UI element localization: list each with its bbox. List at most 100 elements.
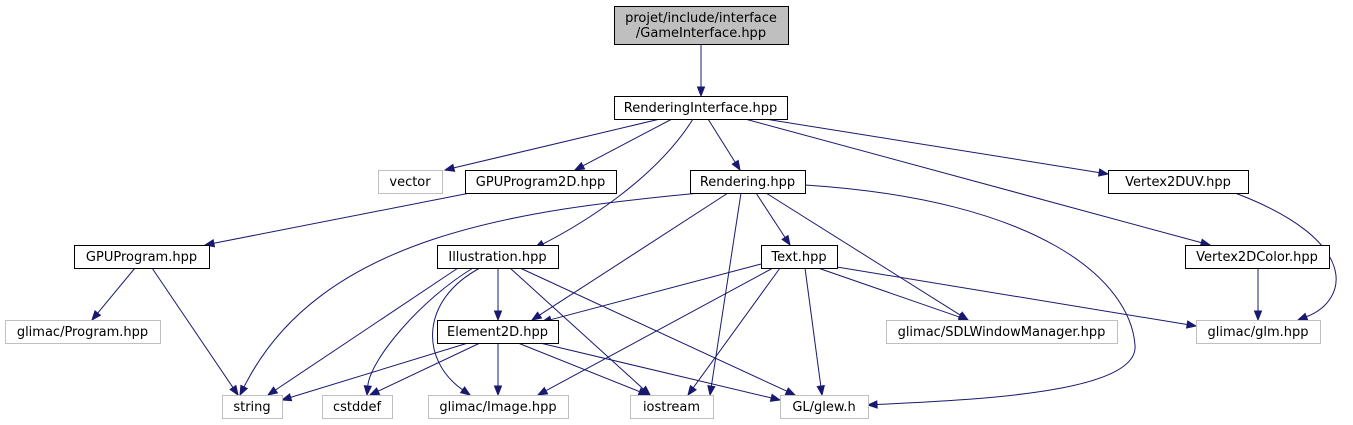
arrowhead-icon [536,386,549,396]
node-label: Vertex2DColor.hpp [1196,250,1318,265]
edge-line [744,118,1202,244]
edge-line [755,192,786,238]
edge-line [432,267,481,391]
edge-line [710,192,742,387]
arrowhead-icon [368,387,381,396]
node-box [437,320,559,344]
node-box [378,170,443,194]
node-image[interactable]: glimac/Image.hpp [428,395,569,419]
edge-line [692,267,781,389]
edge-line [97,267,136,314]
node-box [630,395,714,419]
node-root[interactable]: projet/include/interface/GameInterface.h… [614,6,789,45]
edge-element2d-to-image [493,343,503,397]
node-string[interactable]: string [222,395,283,419]
edge-line [213,192,471,244]
edge-illustration-to-image [432,267,481,396]
node-label: GL/glew.h [792,400,855,415]
edge-line [1234,192,1337,318]
edge-renderinginterface-to-vertex2dcolor [744,118,1212,247]
arrowhead-icon [1199,238,1212,247]
edge-vertex2dcolor-to-glm [1253,268,1263,322]
arrowhead-icon [229,384,239,397]
node-label: glimac/glm.hpp [1207,325,1308,340]
edge-line [804,267,822,387]
edge-line [764,118,1100,174]
arrowhead-icon [459,386,472,396]
edge-line [707,118,736,163]
edge-line [545,267,774,392]
edge-line [542,118,694,245]
arrowhead-icon [707,385,716,397]
arrowhead-icon [239,384,249,397]
edge-gpuprogram2d-to-gpuprogram [203,192,471,248]
node-vector[interactable]: vector [378,170,443,194]
edge-line [453,118,661,169]
arrowhead-icon [731,159,741,172]
edge-line [519,267,788,392]
edge-line [539,192,729,316]
node-gpuprogram2d[interactable]: GPUProgram2D.hpp [465,170,617,194]
edge-illustration-to-glew [519,267,797,396]
node-label: RenderingInterface.hpp [624,101,777,116]
arrowhead-icon [784,387,797,396]
node-element2d[interactable]: Element2D.hpp [437,320,559,344]
edge-line [151,267,234,388]
node-label: vector [389,175,431,190]
edge-line [582,118,673,167]
edge-element2d-to-glew [539,342,782,402]
node-box [322,395,393,419]
edge-rendering-to-text [755,192,791,247]
node-box [614,6,789,45]
edge-line [517,342,640,393]
arrowhead-icon [866,400,878,409]
edge-renderinginterface-to-vector [443,118,661,172]
node-box [886,320,1118,344]
node-renderinginterface[interactable]: RenderingInterface.hpp [614,96,788,120]
edge-line [539,342,772,399]
arrowhead-icon [443,163,456,172]
edge-line [275,267,459,391]
edge-gpuprogram-to-glimac_program [91,267,136,322]
arrowhead-icon [637,387,650,396]
arrowhead-icon [493,310,503,322]
node-label: string [233,400,270,415]
edge-rendering-to-iostream [707,192,742,397]
edge-text-to-iostream [687,267,781,397]
node-sdlwindowmanager[interactable]: glimac/SDLWindowManager.hpp [886,320,1118,344]
node-glimac_program[interactable]: glimac/Program.hpp [5,320,161,344]
node-box [5,320,161,344]
edge-line [804,184,1136,406]
node-box [465,170,617,194]
arrowhead-icon [280,393,293,402]
node-box [437,245,559,269]
arrowhead-icon [781,234,791,247]
node-rendering[interactable]: Rendering.hpp [690,170,806,194]
node-label: /GameInterface.hpp [636,26,766,41]
edge-element2d-to-cstddef [368,342,481,396]
node-box [1185,245,1330,269]
arrowhead-icon [769,393,782,402]
node-text[interactable]: Text.hpp [761,245,838,269]
node-cstddef[interactable]: cstddef [322,395,393,419]
edge-line [377,342,481,392]
node-box [428,395,569,419]
node-label: glimac/Program.hpp [17,325,148,340]
node-vertex2dcolor[interactable]: Vertex2DColor.hpp [1185,245,1330,269]
node-label: GPUProgram2D.hpp [476,175,605,190]
edge-illustration-to-string [266,267,459,396]
node-gpuprogram[interactable]: GPUProgram.hpp [74,245,210,269]
edge-line [509,267,644,390]
node-label: projet/include/interface [625,11,777,26]
arrowhead-icon [1185,320,1198,329]
node-glm[interactable]: glimac/glm.hpp [1196,320,1321,344]
arrowhead-icon [1253,310,1263,322]
node-box [761,245,838,269]
node-iostream[interactable]: iostream [630,395,714,419]
node-box [780,395,869,419]
node-illustration[interactable]: Illustration.hpp [437,245,559,269]
node-label: Rendering.hpp [700,175,795,190]
node-vertex2duv[interactable]: Vertex2DUV.hpp [1108,170,1249,194]
arrowhead-icon [687,384,697,397]
node-glew[interactable]: GL/glew.h [780,395,869,419]
